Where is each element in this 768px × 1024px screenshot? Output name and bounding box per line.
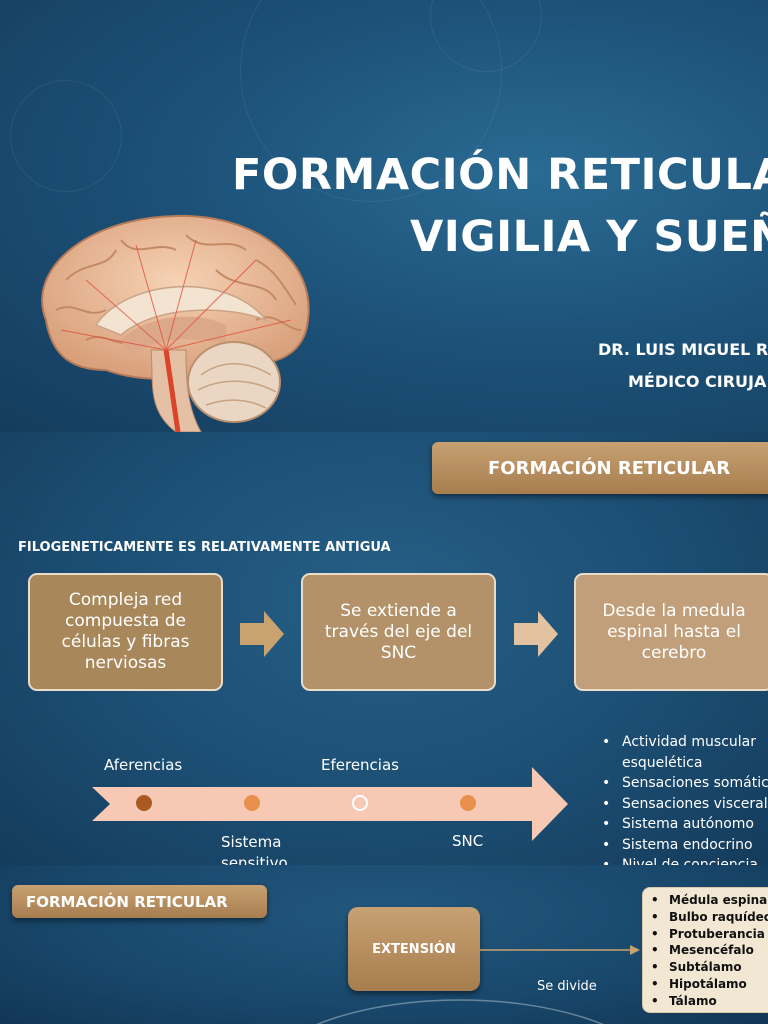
functions-list: Actividad muscular esquelética Sensacion… [602,732,768,865]
timeline-label-afferents: Aferencias [104,756,183,774]
list-item-text: Mesencéfalo [669,943,754,958]
timeline-dot [460,795,476,811]
list-item-text: Actividad muscular esquelética [622,734,756,771]
list-item-text: Tálamo [669,993,717,1008]
list-item-text: Nivel de conciencia [622,857,758,865]
slide-title-line-1: FORMACIÓN RETICULA [232,150,768,200]
list-item-text: Sensaciones somátic [622,775,768,791]
structures-box: Médula espinal Bulbo raquídeo Protuberan… [642,887,768,1013]
list-item-text: Sistema endocrino [622,836,753,853]
arrow-right-icon [240,611,284,657]
slide-subtitle: FILOGENETICAMENTE ES RELATIVAMENTE ANTIG… [18,540,391,555]
list-item: Bulbo raquídeo [651,909,768,926]
list-item-text: Hipotálamo [669,976,747,991]
concept-box-3: Desde la medula espinal hasta el cerebro [574,573,768,691]
list-item-text: Subtálamo [669,960,742,975]
timeline-dot [352,795,368,811]
list-item-text: Sistema autónomo [622,816,754,832]
list-item-text: Protuberancia [669,926,765,941]
structures-list: Médula espinal Bulbo raquídeo Protuberan… [643,888,768,1010]
brain-icon [41,214,310,432]
arrow-right-icon [514,611,558,657]
decorative-arc [316,999,604,1024]
reticular-formation-slide: FORMACIÓN RETICULAR FILOGENETICAMENTE ES… [0,432,768,865]
decorative-ring [10,80,122,192]
list-item-text: Bulbo raquídeo [669,909,768,924]
slide-title-line-2: VIGILIA Y SUEÑO [410,212,768,262]
slide-banner: FORMACIÓN RETICULAR [432,442,768,494]
timeline-dot [136,795,152,811]
list-item: Tálamo [651,993,768,1010]
extension-slide: FORMACIÓN RETICULAR EXTENSIÓN Se divide … [0,865,768,1024]
extension-node: EXTENSIÓN [348,907,480,991]
list-item: Mesencéfalo [651,942,768,959]
timeline-label-cns: SNC [452,832,484,850]
connector-arrow [480,945,640,955]
list-item: Protuberancia [651,926,768,943]
title-slide: FORMACIÓN RETICULA VIGILIA Y SUEÑO DR. L… [0,0,768,432]
list-item: Sistema autónomo [602,814,768,835]
list-item-text: Médula espinal [669,893,768,907]
slide-banner: FORMACIÓN RETICULAR [12,885,267,918]
author-name: DR. LUIS MIGUEL R [598,340,768,359]
timeline-label-efferents: Eferencias [321,756,399,774]
list-item: Sensaciones viscerale [602,794,768,815]
timeline-label-sensory-system: Sistema sensitivo [221,833,288,865]
list-item: Sensaciones somátic [602,773,768,794]
concept-box-2: Se extiende a través del eje del SNC [301,573,496,691]
list-item: Hipotálamo [651,976,768,993]
timeline-dot [244,795,260,811]
connector-label: Se divide [537,979,597,994]
concept-box-1: Compleja red compuesta de células y fibr… [28,573,223,691]
list-item: Nivel de conciencia [602,855,768,865]
timeline-arrow [92,767,568,841]
list-item: Médula espinal [651,892,768,909]
list-item: Actividad muscular esquelética [602,732,768,773]
list-item: Subtálamo [651,959,768,976]
list-item-text: Sensaciones viscerale [622,795,768,812]
author-role: MÉDICO CIRUJA [628,372,767,391]
list-item: Sistema endocrino [602,835,768,856]
